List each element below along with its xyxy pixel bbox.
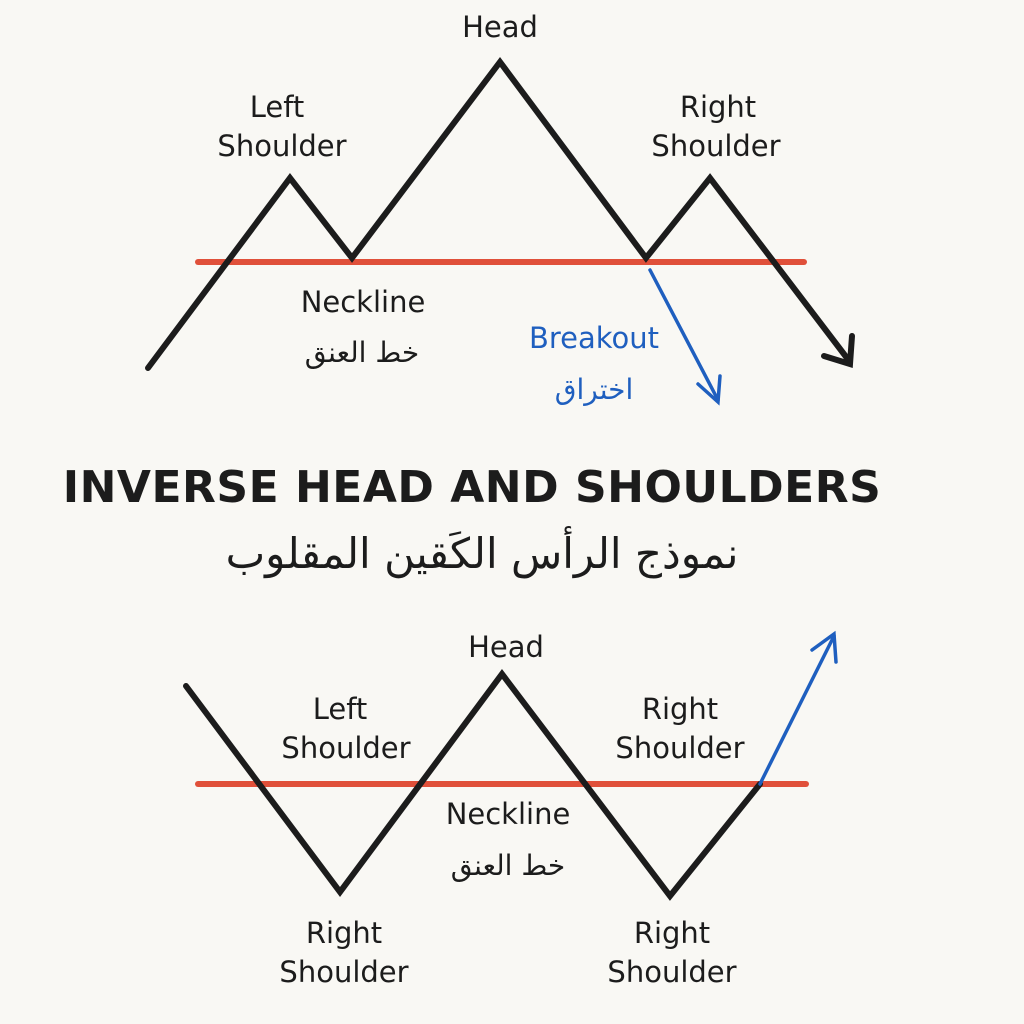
bottom-price-line	[183, 668, 763, 901]
bottom-right-shoulder-label-2: Shoulder	[615, 731, 744, 765]
bottom-left-shoulder-label-2: Shoulder	[281, 731, 410, 765]
top-neckline-label: Neckline	[301, 285, 426, 319]
top-price-line	[145, 56, 853, 371]
top-neckline-arabic-label: خط العنق	[305, 336, 419, 369]
bottom-head-label: Head	[468, 630, 544, 664]
top-left-shoulder-label-1: Left	[250, 90, 305, 124]
top-head-label: Head	[462, 10, 538, 44]
bottom-right-shoulder-label-1: Right	[642, 692, 718, 726]
breakout-label: Breakout	[529, 321, 659, 355]
top-arrowhead-icon	[821, 333, 855, 368]
bottom-arrowhead-icon	[810, 630, 838, 664]
bottom-low-right-label-1: Right	[634, 916, 710, 950]
bottom-low-right-label-2: Shoulder	[607, 955, 736, 989]
breakout-arabic-label: اختراق	[555, 373, 634, 406]
bottom-low-left-label-2: Shoulder	[279, 955, 408, 989]
bottom-neckline-label: Neckline	[446, 797, 571, 831]
breakout-arrow	[648, 268, 720, 402]
bottom-breakout-arrow	[758, 634, 836, 786]
breakout-arrowhead-icon	[696, 374, 722, 406]
top-right-shoulder-label-2: Shoulder	[651, 129, 780, 163]
bottom-neckline-arabic-label: خط العنق	[451, 849, 565, 882]
bottom-low-left-label-1: Right	[306, 916, 382, 950]
title: INVERSE HEAD AND SHOULDERS	[63, 462, 882, 513]
bottom-left-shoulder-label-1: Left	[313, 692, 368, 726]
top-left-shoulder-label-2: Shoulder	[217, 129, 346, 163]
top-right-shoulder-label-1: Right	[680, 90, 756, 124]
title-arabic: نموذج الرأس الكَقين المقلوب	[226, 526, 739, 578]
